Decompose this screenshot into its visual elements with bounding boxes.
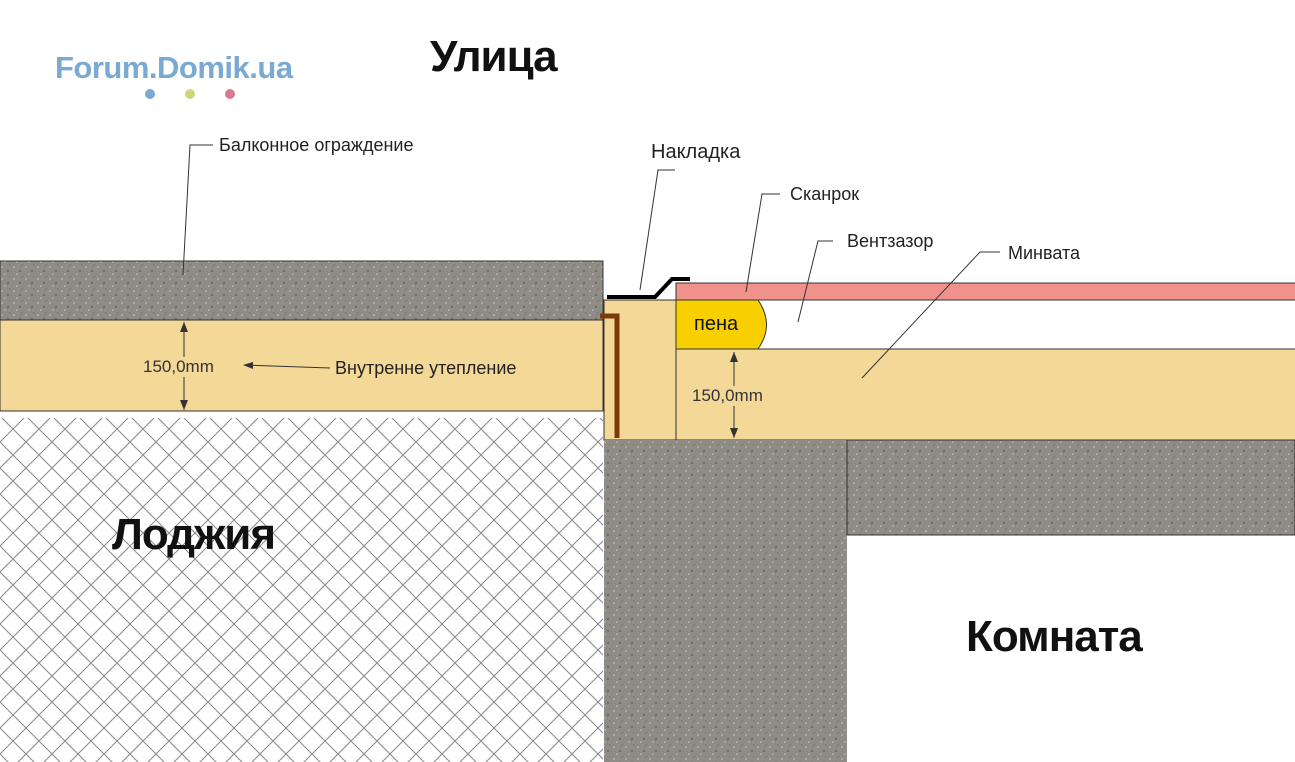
bracket [600, 313, 620, 438]
loggia-area [0, 418, 603, 762]
overlay-label: Накладка [651, 141, 741, 163]
dimension-right: 150,0mm [692, 386, 763, 406]
room-label: Комната [966, 612, 1143, 661]
skanrok-layer [675, 282, 1295, 301]
mineral-wool-label: Минвата [1008, 243, 1081, 263]
arrowheads [180, 322, 738, 438]
dimension-left: 150,0mm [143, 357, 214, 377]
slab-concrete [846, 439, 1295, 536]
logo-dot-green [185, 89, 195, 99]
skanrok-label: Сканрок [790, 184, 860, 204]
wall-concrete [604, 440, 847, 762]
loggia-label: Лоджия [112, 510, 276, 559]
balcony-railing-concrete [0, 260, 604, 321]
logo-dot-blue [145, 89, 155, 99]
foam-label: пена [694, 313, 739, 335]
mineral-wool [675, 348, 1295, 441]
inner-insulation [0, 319, 604, 412]
vent-gap-label: Вентзазор [847, 231, 934, 251]
balcony-railing-label: Балконное ограждение [219, 135, 414, 155]
street-label: Улица [430, 32, 558, 81]
overlay-flashing [607, 277, 690, 299]
logo-dot-pink [225, 89, 235, 99]
inner-insulation-label: Внутренне утепление [335, 358, 517, 378]
logo[interactable]: Forum.Domik.ua [55, 50, 293, 85]
